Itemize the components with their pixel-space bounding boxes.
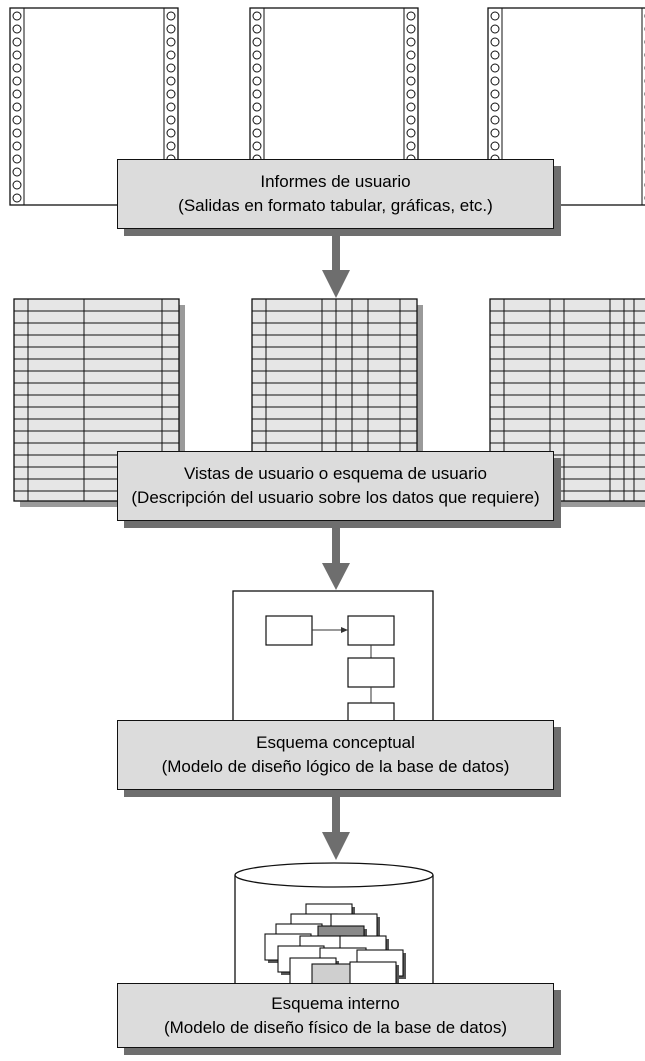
sprocket-hole <box>12 180 22 190</box>
sprocket-hole <box>12 76 22 86</box>
sprocket-hole <box>490 76 500 86</box>
sprocket-hole <box>166 63 176 73</box>
sprocket-hole <box>490 128 500 138</box>
sprocket-hole <box>406 24 416 34</box>
sprocket-hole <box>12 193 22 203</box>
sprocket-hole <box>252 141 262 151</box>
sprocket-hole <box>12 102 22 112</box>
sprocket-hole <box>166 50 176 60</box>
sprocket-hole <box>490 11 500 21</box>
sprocket-hole <box>12 115 22 125</box>
sprocket-hole <box>252 102 262 112</box>
sprocket-hole <box>406 11 416 21</box>
sprocket-hole <box>252 76 262 86</box>
sprocket-hole <box>12 141 22 151</box>
stage-title: Esquema interno <box>271 993 400 1013</box>
sprocket-hole <box>406 37 416 47</box>
sprocket-hole <box>166 115 176 125</box>
stage-box-user-reports: Informes de usuario (Salidas en formato … <box>117 159 554 229</box>
stage-title: Vistas de usuario o esquema de usuario <box>183 464 488 483</box>
sprocket-hole <box>490 141 500 151</box>
arrow-down-icon <box>322 235 350 298</box>
sprocket-hole <box>490 50 500 60</box>
sprocket-hole <box>252 50 262 60</box>
stage-subtitle: (Modelo de diseño lógico de la base de d… <box>161 757 510 776</box>
sprocket-hole <box>252 11 262 21</box>
sprocket-hole <box>166 11 176 21</box>
sprocket-hole <box>12 11 22 21</box>
flowchart-icon <box>232 590 434 727</box>
sprocket-hole <box>12 63 22 73</box>
sprocket-hole <box>12 37 22 47</box>
sprocket-hole <box>166 76 176 86</box>
sprocket-hole <box>12 128 22 138</box>
sprocket-hole <box>490 89 500 99</box>
sprocket-hole <box>490 24 500 34</box>
sprocket-hole <box>12 167 22 177</box>
sprocket-hole <box>252 115 262 125</box>
sprocket-hole <box>12 154 22 164</box>
sprocket-hole <box>406 128 416 138</box>
sprocket-hole <box>406 115 416 125</box>
sprocket-hole <box>166 89 176 99</box>
arrow-down-icon <box>322 528 350 590</box>
sprocket-hole <box>252 37 262 47</box>
sprocket-hole <box>166 128 176 138</box>
sprocket-hole <box>12 89 22 99</box>
stage-title: Esquema conceptual <box>256 733 415 752</box>
sprocket-hole <box>252 24 262 34</box>
sprocket-hole <box>166 37 176 47</box>
sprocket-hole <box>12 50 22 60</box>
sprocket-hole <box>490 102 500 112</box>
sprocket-hole <box>252 63 262 73</box>
sprocket-hole <box>166 102 176 112</box>
sprocket-hole <box>252 128 262 138</box>
sprocket-hole <box>490 63 500 73</box>
sprocket-hole <box>166 24 176 34</box>
stage-title: Informes de usuario <box>260 172 411 191</box>
stage-subtitle: (Salidas en formato tabular, gráficas, e… <box>178 196 493 215</box>
stage-box-conceptual-schema: Esquema conceptual (Modelo de diseño lóg… <box>117 720 554 790</box>
sprocket-hole <box>406 76 416 86</box>
stage-subtitle: (Modelo de diseño físico de la base de d… <box>163 1017 508 1037</box>
arrow-down-icon <box>322 797 350 860</box>
stage-subtitle: (Descripción del usuario sobre los datos… <box>131 488 540 507</box>
printout-page-icon <box>9 7 179 206</box>
stage-box-internal-schema: Esquema interno (Modelo de diseño físico… <box>117 983 554 1048</box>
sprocket-hole <box>252 89 262 99</box>
sprocket-hole <box>406 89 416 99</box>
sprocket-hole <box>406 141 416 151</box>
sprocket-hole <box>12 24 22 34</box>
sprocket-hole <box>406 50 416 60</box>
sprocket-hole <box>490 37 500 47</box>
sprocket-hole <box>406 102 416 112</box>
sprocket-hole <box>406 63 416 73</box>
sprocket-hole <box>490 115 500 125</box>
stage-box-user-views: Vistas de usuario o esquema de usuario (… <box>117 451 554 521</box>
sprocket-hole <box>166 141 176 151</box>
